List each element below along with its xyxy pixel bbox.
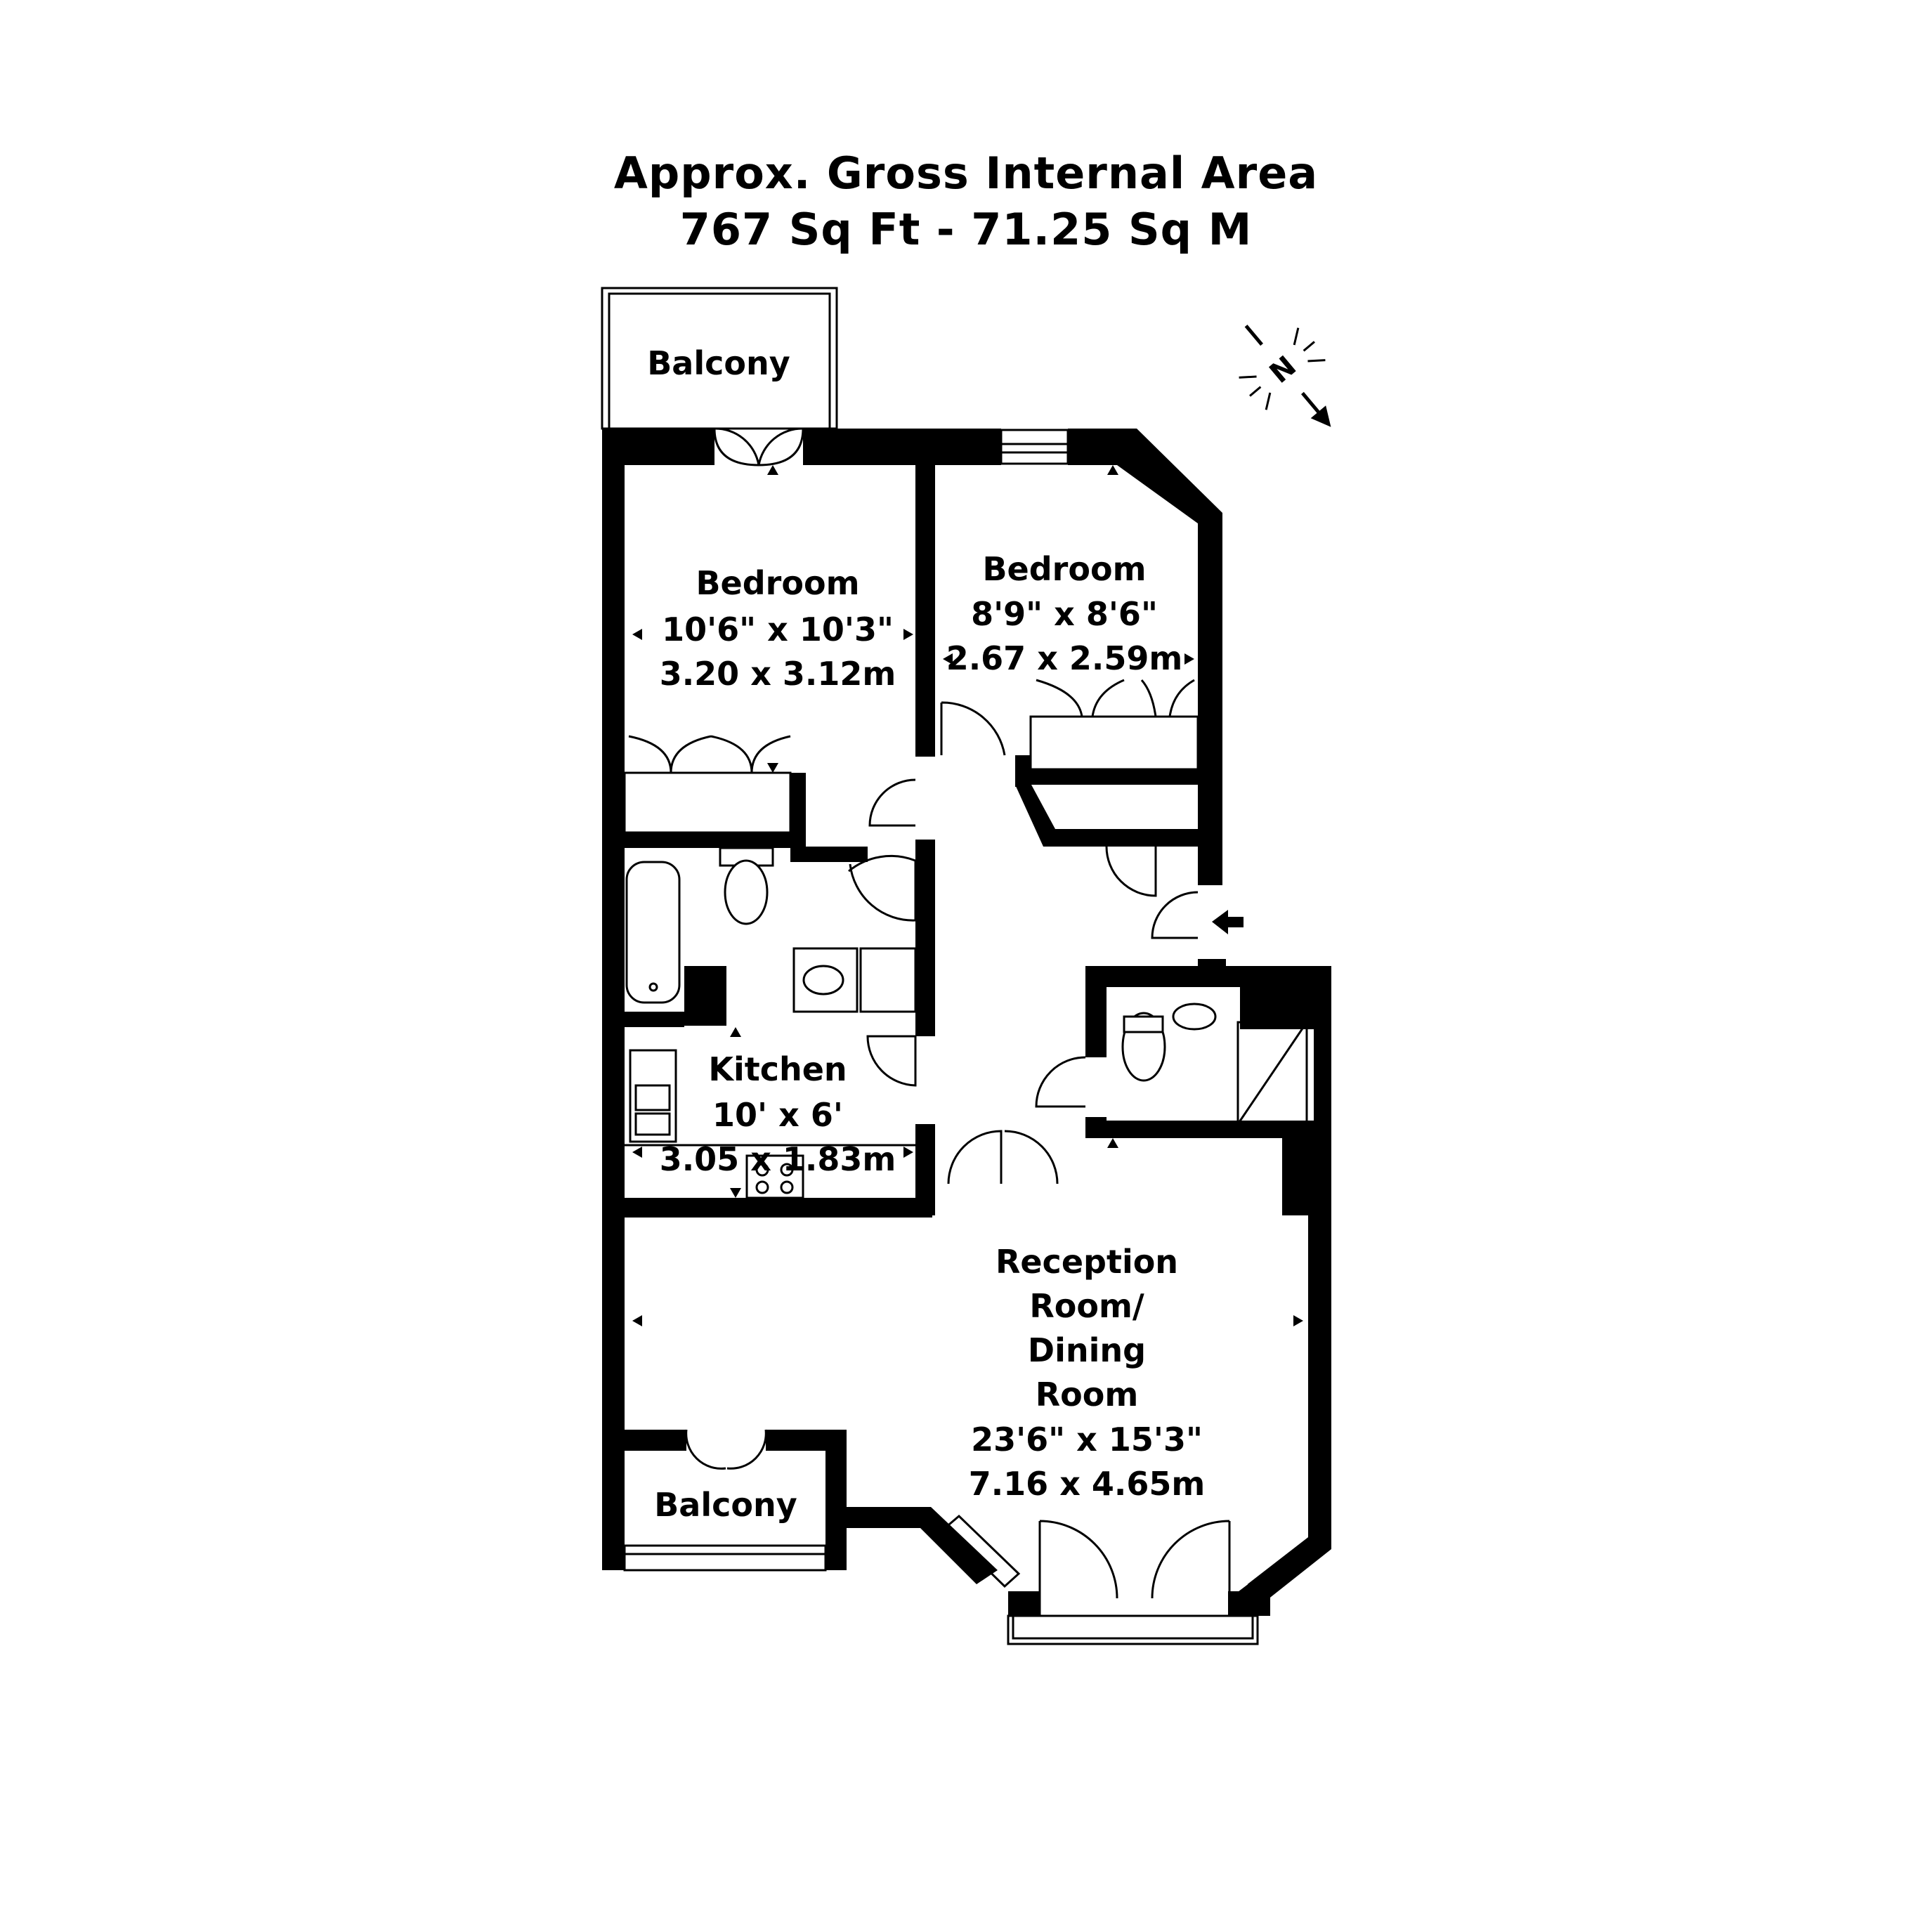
balcony-bottom-label: Balcony <box>654 1486 797 1524</box>
doors <box>685 427 1231 1616</box>
compass-letter: N <box>1264 350 1303 390</box>
bedroom1-imperial: 10'6" x 10'3" <box>662 611 894 648</box>
reception-metric: 7.16 x 4.65m <box>969 1465 1206 1503</box>
fixtures <box>623 679 1308 1199</box>
walls <box>602 429 1331 1616</box>
reception-name-line4: Room <box>1036 1376 1139 1414</box>
area-title: Approx. Gross Internal Area <box>613 148 1319 199</box>
balcony-top-label: Balcony <box>647 344 790 382</box>
kitchen-name: Kitchen <box>708 1050 847 1088</box>
dimension-markers <box>632 465 1303 1326</box>
windows <box>623 429 1321 1645</box>
reception-name-line2: Room/ <box>1029 1287 1144 1325</box>
bedroom1-metric: 3.20 x 3.12m <box>660 655 896 693</box>
entrance-arrow-icon <box>1212 910 1244 934</box>
shower-icon <box>1236 1021 1308 1125</box>
hob-icon <box>745 1154 804 1199</box>
toilet-icon <box>724 859 769 925</box>
bedroom2-imperial: 8'9" x 8'6" <box>971 595 1158 633</box>
reception-name-line1: Reception <box>996 1243 1178 1281</box>
kitchen-imperial: 10' x 6' <box>712 1096 843 1134</box>
bedroom2-metric: 2.67 x 2.59m <box>946 639 1183 677</box>
sink-icon <box>629 1049 677 1143</box>
basin-icon <box>802 965 844 996</box>
bedroom1-name: Bedroom <box>696 564 859 602</box>
bedroom2-name: Bedroom <box>982 550 1146 588</box>
reception-name-line3: Dining <box>1028 1331 1146 1369</box>
reception-imperial: 23'6" x 15'3" <box>971 1421 1203 1458</box>
kitchen-metric: 3.05 x 1.83m <box>660 1140 896 1178</box>
north-arrow-icon: N <box>1239 325 1331 427</box>
area-size: 767 Sq Ft - 71.25 Sq M <box>679 204 1253 255</box>
bathtub-icon <box>625 861 681 1004</box>
wc-basin-icon <box>1172 1003 1217 1031</box>
